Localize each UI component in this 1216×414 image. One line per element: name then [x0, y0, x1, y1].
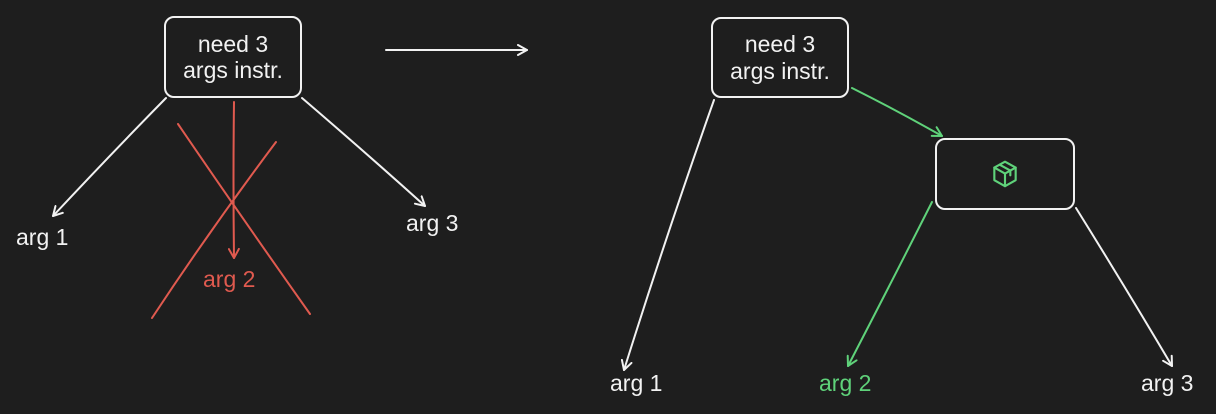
left-arrow-to-arg1	[51, 97, 167, 217]
right-arrow-to-arg1	[620, 99, 715, 371]
right-arrow-to-package	[851, 87, 943, 137]
left-node-line1: need 3	[197, 30, 269, 57]
left-node-line2: args instr.	[183, 57, 283, 83]
right-arg2-label: arg 2	[819, 370, 872, 396]
right-arrow-package-to-arg2	[846, 201, 933, 367]
right-node-line2: args instr.	[730, 57, 830, 84]
cross-out-stroke-2	[151, 141, 277, 319]
left-instruction-node: need 3 args instr.	[164, 16, 302, 98]
left-arg3-label: arg 3	[406, 210, 459, 236]
right-arrow-package-to-arg3	[1075, 207, 1173, 367]
package-node	[935, 138, 1075, 210]
left-arrow-to-arg2-rejected	[227, 101, 240, 259]
cross-out-stroke-1	[177, 123, 311, 315]
left-arg2-label-rejected: arg 2	[203, 266, 256, 292]
right-arg1-label: arg 1	[610, 370, 663, 396]
right-arg3-label: arg 3	[1141, 370, 1194, 396]
right-instruction-node: need 3 args instr.	[711, 17, 849, 98]
right-node-line1: need 3	[744, 31, 816, 58]
package-icon	[993, 160, 1017, 188]
left-arrow-to-arg3	[301, 97, 426, 207]
left-arg1-label: arg 1	[16, 224, 69, 250]
